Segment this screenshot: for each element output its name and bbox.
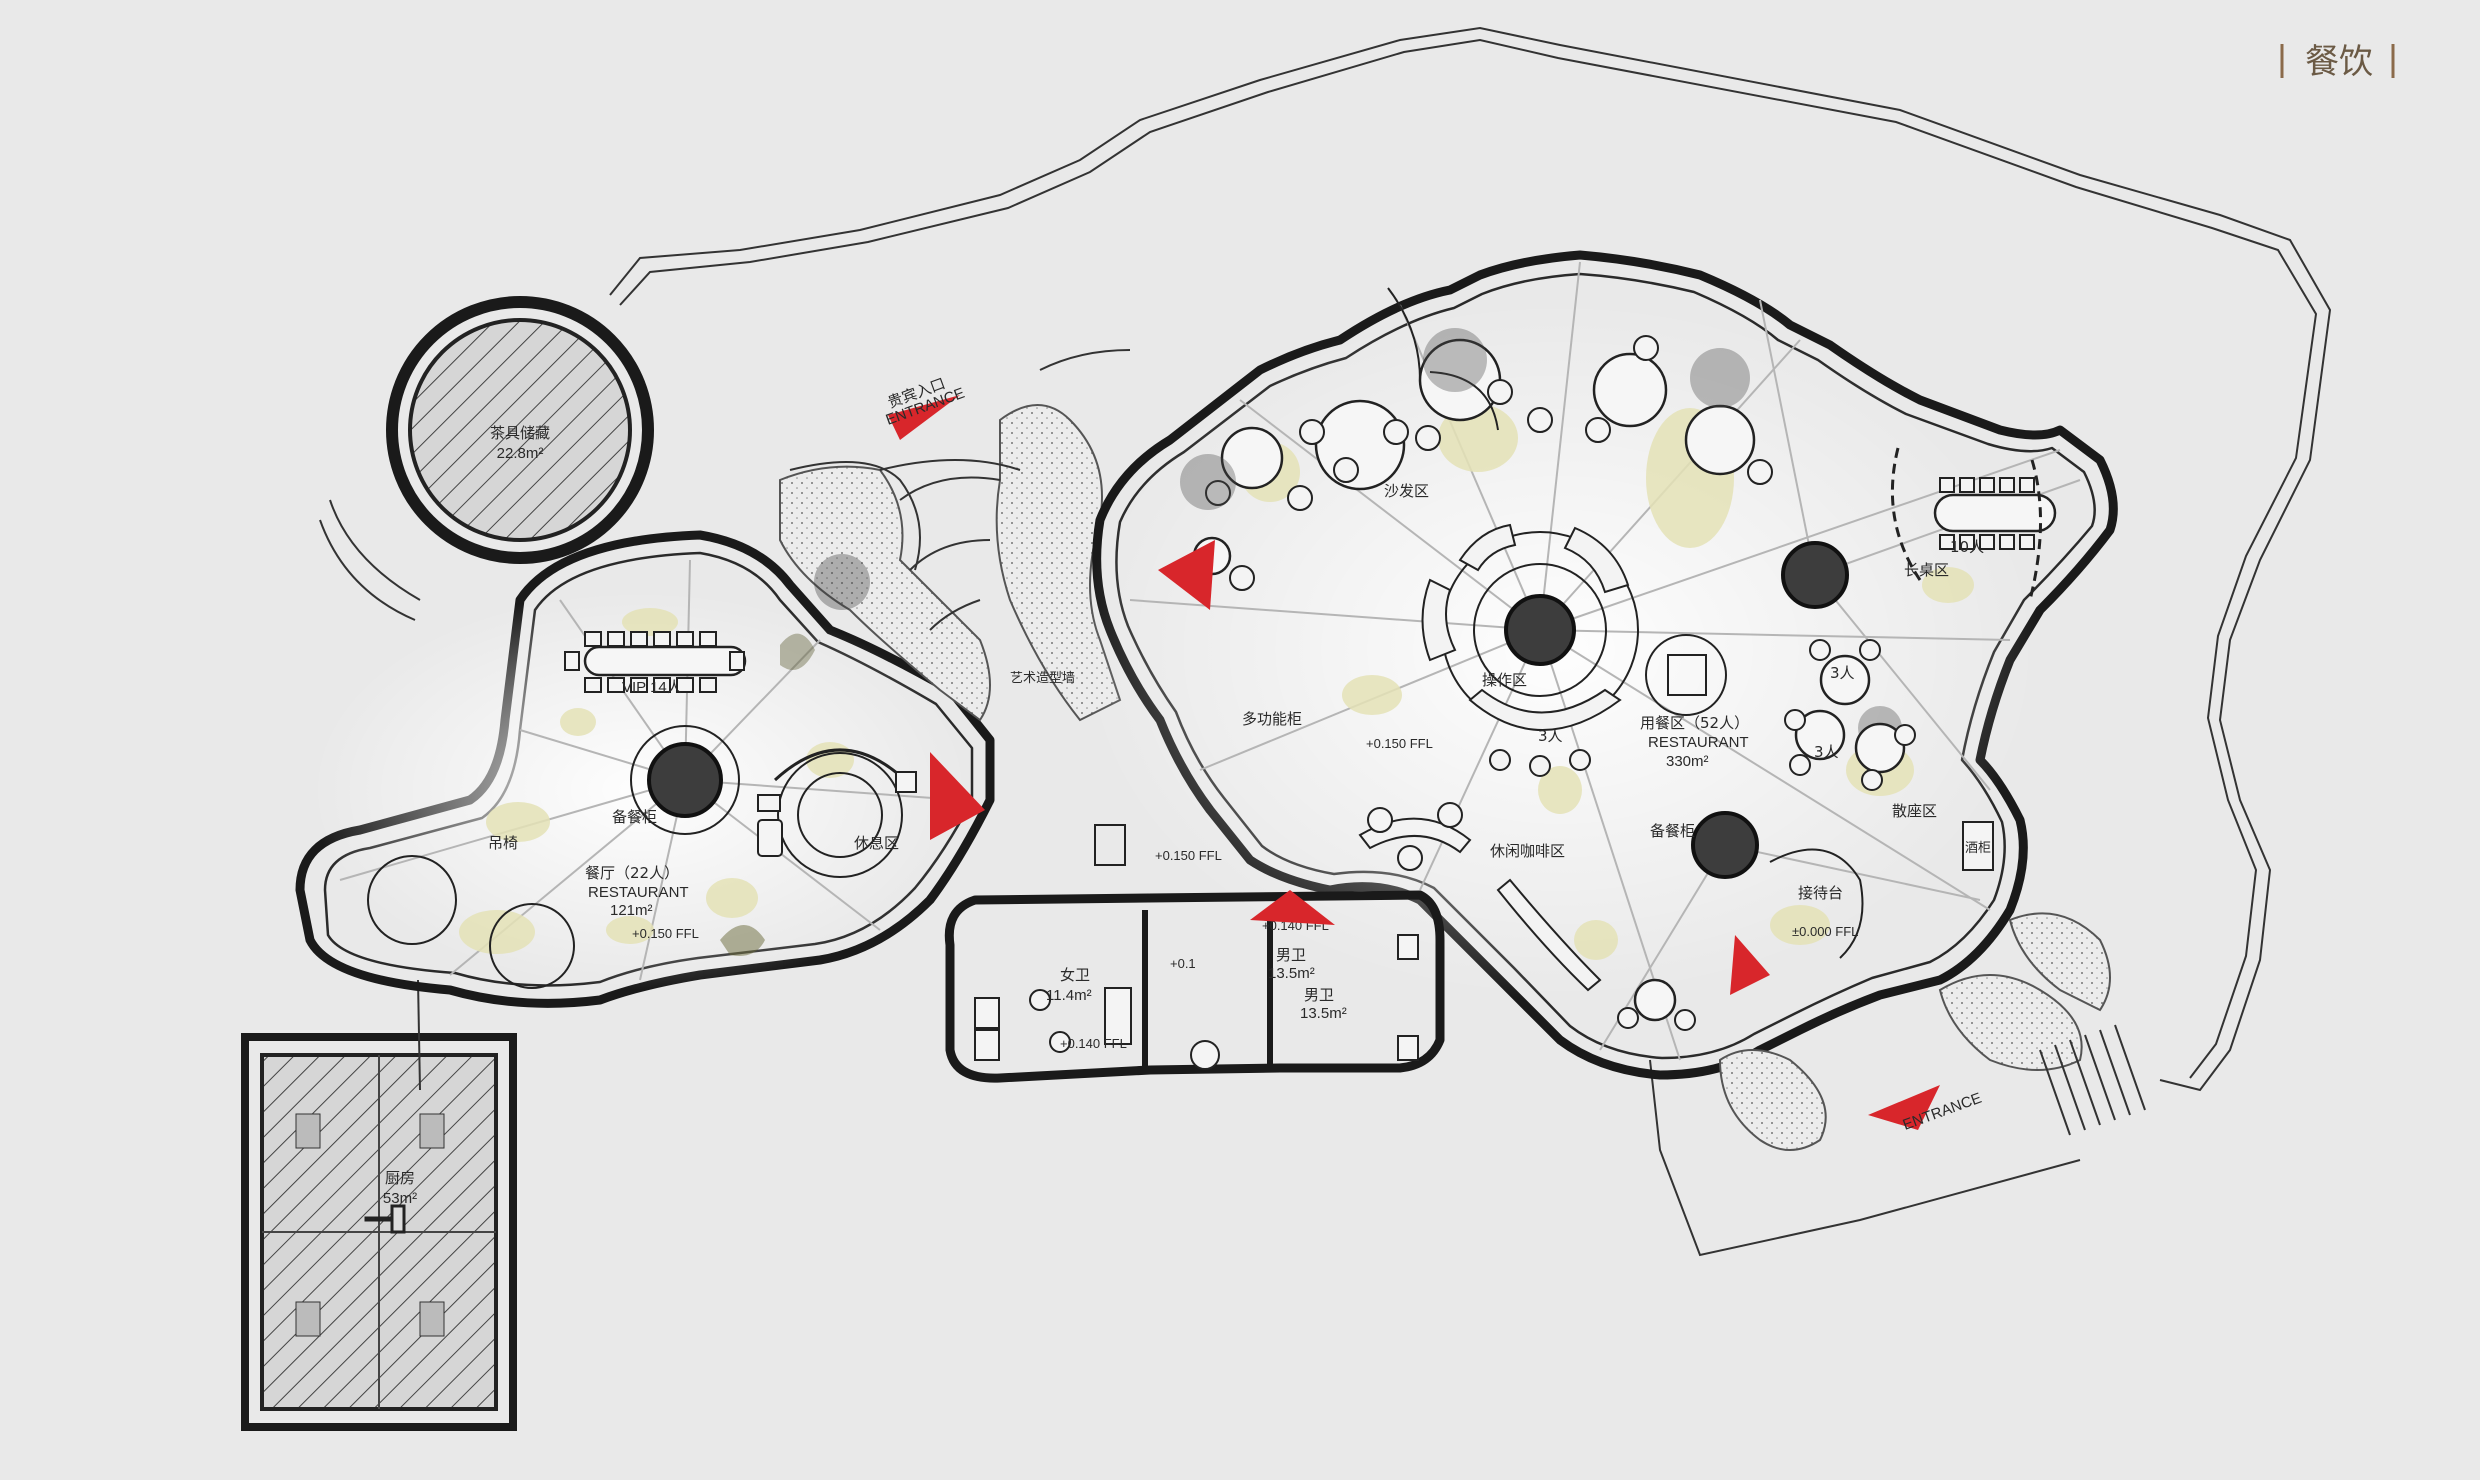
- kitchen-area: 53m²: [383, 1190, 417, 1207]
- counter-seats: 3人: [1538, 727, 1563, 745]
- kitchen-wall: [241, 1033, 517, 1431]
- sofa-area-name: 沙发区: [1384, 482, 1429, 500]
- page-title: 餐饮: [2305, 42, 2373, 82]
- main-stairs: [2039, 1024, 2146, 1136]
- scattered-area-name: 散座区: [1892, 802, 1937, 820]
- svg-text:艺术造型墙: 艺术造型墙: [1010, 670, 1075, 685]
- entrance-markers: 贵宾入口 ENTRANCE ENTRANCE: [884, 374, 1984, 1133]
- pillar-service-right: [1691, 811, 1759, 879]
- left-restaurant-arrow: [930, 752, 985, 840]
- womens-wc-level: +0.140 FFL: [1060, 1036, 1127, 1051]
- storage-stair-arc: [319, 499, 421, 621]
- main-restaurant-name: 用餐区（52人）: [1640, 714, 1749, 732]
- page-header: 餐饮: [2280, 42, 2395, 82]
- mens-wc-a-name: 男卫: [1276, 946, 1306, 964]
- main-pillar: [1504, 594, 1576, 666]
- vip-room-name: VIP 14人: [622, 679, 682, 696]
- main-rays: [1129, 261, 2081, 1061]
- long-table-seats: 10人: [1950, 538, 1984, 556]
- reception-name: 接待台: [1798, 884, 1843, 902]
- lounge-left-name: 休息区: [854, 834, 899, 852]
- womens-wc-area: 11.4m²: [1046, 987, 1092, 1004]
- main-level: +0.150 FFL: [1366, 736, 1433, 751]
- main-entrance-stairs: [1718, 912, 2146, 1151]
- reception-level: ±0.000 FFL: [1792, 924, 1858, 939]
- womens-wc-name: 女卫: [1060, 966, 1090, 984]
- corridor-level: +0.150 FFL: [1155, 848, 1222, 863]
- corridor-arrow: [1250, 890, 1335, 925]
- restaurant-small-sub: RESTAURANT: [588, 884, 689, 901]
- corridor-level3: +0.1: [1170, 956, 1196, 971]
- service-left-name: 备餐柜: [612, 808, 657, 826]
- storage-wall: [386, 296, 654, 564]
- long-table-chairs: [1939, 477, 2035, 550]
- mens-wc-a-area: 13.5m²: [1268, 965, 1315, 982]
- storage-fill: [408, 318, 632, 542]
- restaurant-small-area: 121m²: [610, 902, 653, 919]
- pillar-long-table: [1781, 541, 1849, 609]
- operation-area-name: 操作区: [1482, 671, 1527, 689]
- main-restaurant-area: 330m²: [1666, 753, 1709, 770]
- mens-wc-b-name: 男卫: [1304, 986, 1334, 1004]
- wine-cabinet-name: 酒柜: [1965, 841, 1991, 856]
- cafe-area-name: 休闲咖啡区: [1490, 842, 1565, 860]
- left-pillar: [647, 742, 723, 818]
- restaurant-small-name: 餐厅（22人）: [585, 864, 679, 882]
- service-right-name: 备餐柜: [1650, 822, 1695, 840]
- scattered-seats-a: 3人: [1830, 664, 1855, 682]
- guest-entrance-arrow: [888, 395, 960, 440]
- main-restaurant: 3人 操作区 沙发区 10人 长桌区: [1080, 250, 2118, 1080]
- vip-chairs: [564, 631, 745, 693]
- storage-room: 茶具储藏 22.8m²: [319, 296, 654, 621]
- window-seat-name: 吊椅: [488, 834, 518, 852]
- storage-area: 22.8m²: [497, 445, 544, 462]
- restaurant-small-level: +0.150 FFL: [632, 926, 699, 941]
- restroom-block: 女卫 11.4m² +0.140 FFL 男卫 13.5m² 男卫 13.5m²…: [944, 824, 1445, 1083]
- mens-wc-b-area: 13.5m²: [1300, 1005, 1347, 1022]
- main-entrance-arrow: [1868, 1085, 1940, 1130]
- kitchen-name: 厨房: [385, 1169, 415, 1187]
- left-restaurant: VIP 14人 休息区 备餐柜 吊椅 餐厅（22人） RESTAURANT 12…: [295, 530, 995, 1008]
- site-boundary: [609, 26, 2332, 1257]
- kitchen-room: 厨房 53m²: [241, 979, 517, 1431]
- main-west-arrow: [1158, 540, 1215, 610]
- storage-name: 茶具储藏: [490, 424, 550, 442]
- scattered-seats-b: 3人: [1814, 743, 1839, 761]
- multi-cabinet-name: 多功能柜: [1242, 710, 1302, 728]
- main-restaurant-sub: RESTAURANT: [1648, 734, 1749, 751]
- cafe-arrow: [1730, 935, 1770, 995]
